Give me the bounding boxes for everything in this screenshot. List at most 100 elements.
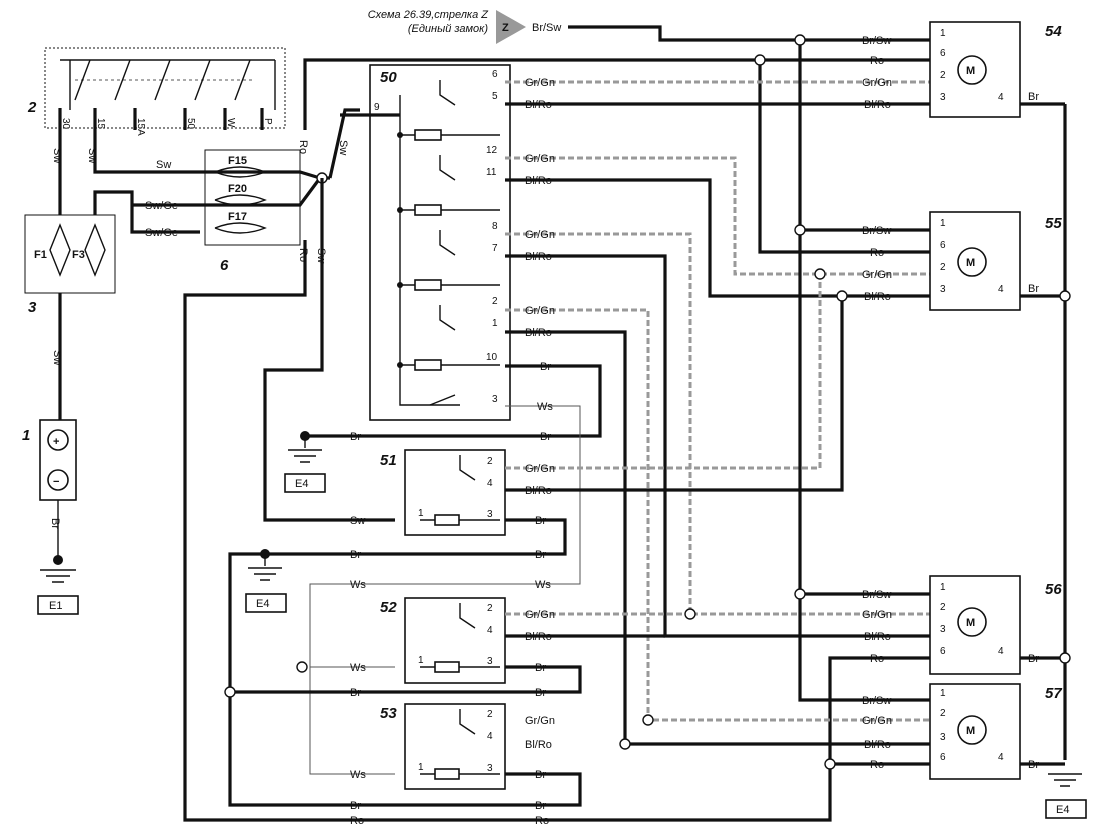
pin-55-2: 2 — [940, 262, 946, 273]
pin-56-1: 1 — [940, 582, 946, 593]
m50-out-grgn-4: Gr/Gn — [525, 305, 555, 317]
pin-57-1: 1 — [940, 688, 946, 699]
ws-rail-2: Ws — [535, 579, 551, 591]
term-15a: 15A — [135, 118, 146, 136]
pin-57-6: 6 — [940, 752, 946, 763]
pin-53-2: 2 — [487, 709, 493, 720]
br-rail-1: Br — [350, 549, 361, 561]
pin-56-4: 4 — [998, 646, 1004, 657]
label-52: 52 — [380, 599, 397, 616]
pin-57-3: 3 — [940, 732, 946, 743]
term-30: 30 — [60, 118, 71, 130]
m50-out-grgn-1: Gr/Gn — [525, 77, 555, 89]
m56-brsw: Br/Sw — [862, 589, 891, 601]
m54-grgn: Gr/Gn — [862, 77, 892, 89]
ground-e1-label: E1 — [49, 600, 62, 612]
pin-51-2: 2 — [487, 456, 493, 467]
motor-55-icon: M — [966, 257, 975, 269]
m53-in-ws: Ws — [350, 769, 366, 781]
fuse-f20: F20 — [228, 183, 247, 195]
pin-54-2: 2 — [940, 70, 946, 81]
reference-arrow-letter: Z — [502, 22, 509, 34]
wire-label-sw-2: Sw — [86, 148, 98, 163]
pin-54-1: 1 — [940, 28, 946, 39]
m57-blro: Bl/Ro — [864, 739, 891, 751]
label-3: 3 — [28, 299, 37, 316]
reference-line2: (Единый замок) — [408, 23, 488, 35]
reference-arrow — [496, 10, 526, 44]
battery-minus-icon: − — [53, 476, 59, 488]
m50-out-grgn-2: Gr/Gn — [525, 153, 555, 165]
m56-grgn: Gr/Gn — [862, 609, 892, 621]
pin-56-3: 3 — [940, 624, 946, 635]
m56-ro: Ro — [870, 653, 884, 665]
ws-rail-1: Ws — [350, 579, 366, 591]
wire-label-ro-mid: Ro — [297, 248, 309, 262]
fuse-box-3: F1 F3 3 — [24, 214, 116, 316]
door-lock-motor-54: 54 M — [929, 21, 1062, 118]
m50-out-blro-2: Bl/Ro — [525, 175, 552, 187]
pin-52-2: 2 — [487, 603, 493, 614]
wire-label-sw-mid: Sw — [315, 248, 327, 263]
term-w: W — [225, 118, 236, 128]
pin-51-3: 3 — [487, 509, 493, 520]
reference-wire-label: Br/Sw — [532, 22, 561, 34]
m50-out-blro-1: Bl/Ro — [525, 99, 552, 111]
door-lock-motor-55: 55 M — [929, 211, 1062, 311]
label-55: 55 — [1045, 215, 1062, 232]
pin-56-6: 6 — [940, 646, 946, 657]
ro-rail-1: Ro — [350, 815, 364, 827]
m50-out-blro-3: Bl/Ro — [525, 251, 552, 263]
m54-ro: Ro — [870, 55, 884, 67]
wire-label-sw-1: Sw — [51, 148, 63, 163]
switch-module-50: 50 — [340, 64, 511, 421]
pin-50-6: 6 — [492, 69, 498, 80]
ground-e4-2-label: E4 — [256, 598, 269, 610]
label-51: 51 — [380, 452, 397, 469]
ignition-switch: 2 30 15 15A 50 W P — [27, 47, 286, 136]
ground-wire-br-2: Br — [540, 431, 551, 443]
wire-label-ro-top: Ro — [297, 140, 309, 154]
pin-50-8: 8 — [492, 221, 498, 232]
label-50: 50 — [380, 69, 397, 86]
pin-54-4: 4 — [998, 92, 1004, 103]
ro-rail-2: Ro — [535, 815, 549, 827]
wire-label-swge-2: Sw/Ge — [145, 227, 178, 239]
wire-label-br-bat: Br — [49, 518, 61, 529]
m57-grgn: Gr/Gn — [862, 715, 892, 727]
pin-54-6: 6 — [940, 48, 946, 59]
m56-blro: Bl/Ro — [864, 631, 891, 643]
m57-brsw: Br/Sw — [862, 695, 891, 707]
ground-wire-br-1: Br — [350, 431, 361, 443]
m50-out-grgn-3: Gr/Gn — [525, 229, 555, 241]
ground-e4-1-label: E4 — [295, 478, 308, 490]
m55-br: Br — [1028, 283, 1039, 295]
ground-e4-3 — [1045, 799, 1087, 819]
motor-54-icon: M — [966, 65, 975, 77]
pin-54-3: 3 — [940, 92, 946, 103]
br-rail-2: Br — [535, 549, 546, 561]
pin-56-2: 2 — [940, 602, 946, 613]
pin-50-11: 11 — [486, 167, 497, 178]
pin-55-6: 6 — [940, 240, 946, 251]
switch-module-52: 52 — [380, 597, 506, 684]
m51-out-br: Br — [535, 515, 546, 527]
m52-out-br: Br — [535, 662, 546, 674]
term-15: 15 — [95, 118, 106, 130]
m54-brsw: Br/Sw — [862, 35, 891, 47]
label-56: 56 — [1045, 581, 1062, 598]
m53-out-grgn: Gr/Gn — [525, 715, 555, 727]
m54-br: Br — [1028, 91, 1039, 103]
fuse-f17: F17 — [228, 211, 247, 223]
pin-57-2: 2 — [940, 708, 946, 719]
m50-out-br: Br — [540, 361, 551, 373]
pin-50-12: 12 — [486, 145, 498, 156]
fuse-panel-6: F15 F20 F17 6 — [204, 149, 301, 274]
pin-50-5: 5 — [492, 91, 498, 102]
m51-out-grgn: Gr/Gn — [525, 463, 555, 475]
wire-label-sw-3: Sw — [156, 159, 171, 171]
m55-brsw: Br/Sw — [862, 225, 891, 237]
pin-51-4: 4 — [487, 478, 493, 489]
